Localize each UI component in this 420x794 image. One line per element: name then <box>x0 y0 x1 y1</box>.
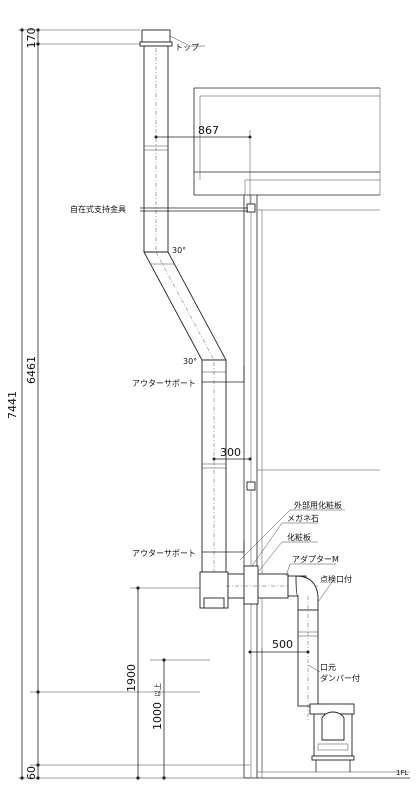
label-inspection-port: 点検口付 <box>320 574 352 584</box>
building-structure <box>193 87 410 779</box>
label-damper-line1: 口元 <box>320 663 336 672</box>
chimney-pipe <box>139 29 249 609</box>
label-adapter: アダプターM <box>292 554 339 564</box>
label-angle-lower: 30° <box>183 357 197 366</box>
label-outer-support-lower: アウターサポート <box>132 549 196 558</box>
dim-offset-867: 867 <box>198 124 219 137</box>
top-cap <box>141 29 171 43</box>
label-top: トップ <box>175 43 199 52</box>
dim-overall: 7441 <box>6 391 19 419</box>
dim-top-segment: 170 <box>25 28 38 49</box>
left-dimension-lines: 7441 170 6461 60 1900 1000 以上 <box>6 28 250 780</box>
leader-lines <box>239 509 345 673</box>
horizontal-dimensions: 867 300 500 <box>154 124 310 654</box>
dim-min-height: 1000 <box>151 702 164 730</box>
dim-lower-segment: 1900 <box>125 664 138 692</box>
label-outer-support-upper: アウターサポート <box>132 379 196 388</box>
label-exterior-panel: 外部用化粧板 <box>294 500 342 510</box>
label-floor: 1FL <box>396 769 408 777</box>
dim-offset-500: 500 <box>272 638 293 651</box>
label-support-bracket: 自在式支持金具 <box>70 204 126 214</box>
label-cosmetic-panel: 化粧板 <box>287 532 311 542</box>
wall-pass-through <box>226 565 318 605</box>
stove-connector <box>287 575 319 720</box>
dim-min-height-unit: 以上 <box>153 683 162 697</box>
dim-bottom-segment: 60 <box>25 766 38 780</box>
label-angle-upper: 30° <box>172 246 186 255</box>
wood-stove <box>309 703 355 772</box>
label-damper-line2: ダンパー付 <box>320 673 360 683</box>
dim-main-segment: 6461 <box>25 356 38 384</box>
dim-offset-300: 300 <box>220 446 241 459</box>
label-megane-stone: メガネ石 <box>287 513 319 523</box>
text-labels: トップ 自在式支持金具 30° 30° アウターサポート アウターサポート 外部… <box>70 43 408 777</box>
